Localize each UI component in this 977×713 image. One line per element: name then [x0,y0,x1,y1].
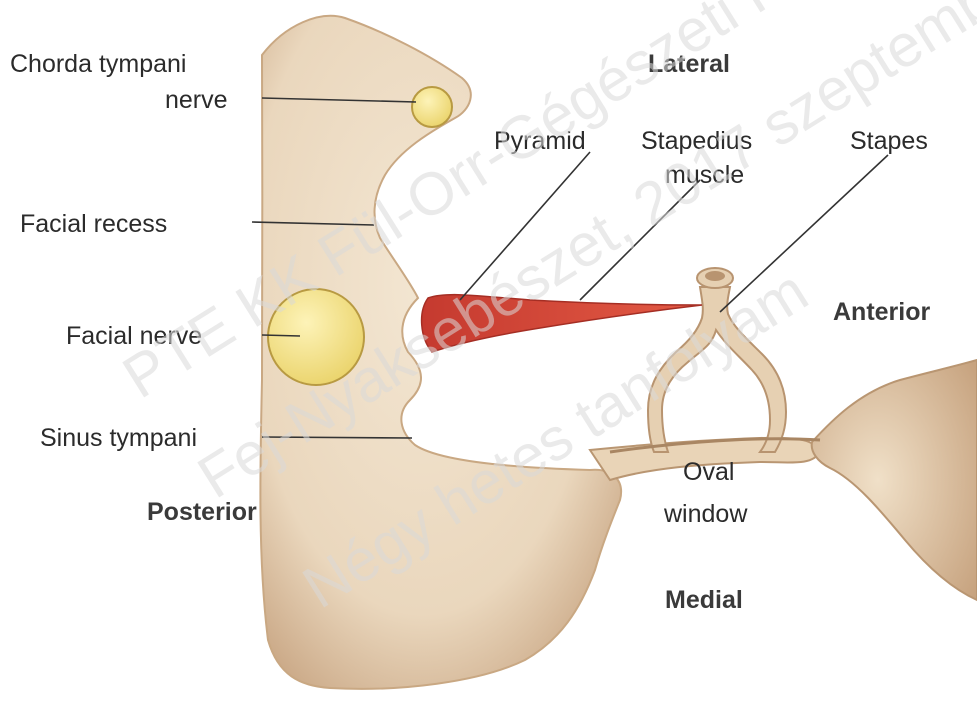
label-medial: Medial [665,586,743,614]
label-facial-recess: Facial recess [20,210,167,238]
label-posterior: Posterior [147,498,257,526]
label-chorda-tympani-1: Chorda tympani [10,50,186,78]
label-oval-2: window [663,500,748,528]
label-chorda-tympani-2: nerve [165,86,228,114]
label-anterior: Anterior [833,298,931,326]
label-oval-1: Oval [683,458,734,486]
anterior-bone [812,360,977,600]
watermark-line-1: PTE KK Fül-Orr-Gégészeti Klinika [111,0,913,411]
label-sinus-tympani: Sinus tympani [40,424,197,452]
chorda-tympani-nerve [412,87,452,127]
label-stapes: Stapes [850,127,928,155]
